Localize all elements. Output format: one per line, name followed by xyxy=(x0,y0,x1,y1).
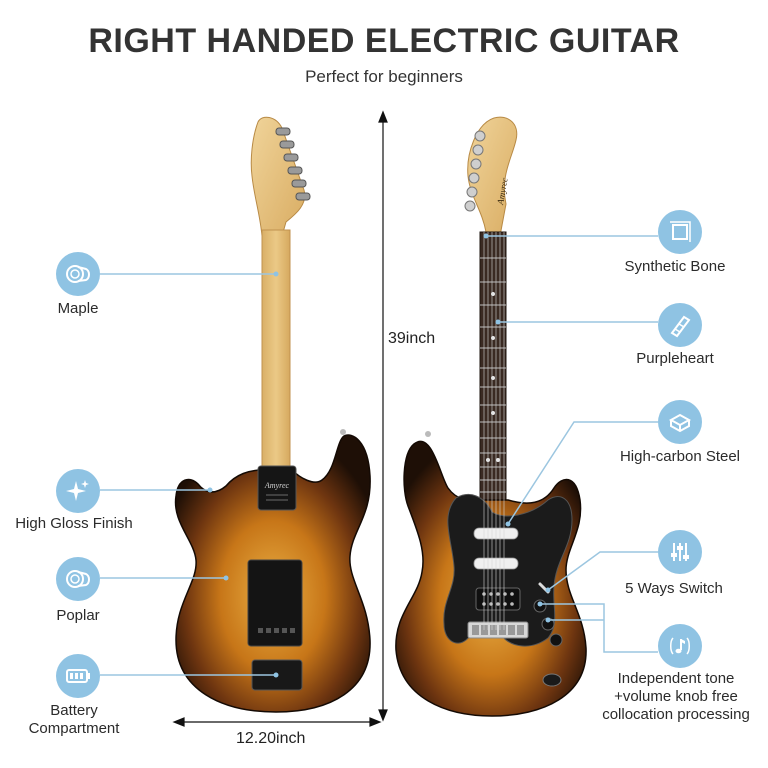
height-dimension xyxy=(378,110,388,722)
battery-label: Battery Compartment xyxy=(28,702,120,737)
neck-back xyxy=(261,229,291,479)
switch-feature-icon xyxy=(658,530,702,574)
music-note-icon xyxy=(670,637,690,655)
bridge-humbucker xyxy=(475,587,521,611)
gloss-label: High Gloss Finish xyxy=(15,515,133,532)
wood-log-icon xyxy=(66,570,90,588)
headstock-brand: Amyrec xyxy=(495,177,510,206)
battery-icon xyxy=(66,669,90,683)
steel-label: High-carbon Steel xyxy=(619,448,741,465)
bone-feature-icon xyxy=(658,210,702,254)
purpleheart-feature-icon xyxy=(658,303,702,347)
width-label: 12.20inch xyxy=(236,730,306,747)
knob-label: Independent tone +volume knob free collo… xyxy=(602,670,750,723)
headstock-back xyxy=(250,116,306,237)
poplar-label: Poplar xyxy=(56,607,100,624)
guitar-front-view: Amyrec xyxy=(395,116,587,717)
purpleheart-label: Purpleheart xyxy=(636,350,714,367)
neck-plate-brand: Amyrec xyxy=(264,481,290,490)
truss-rod-icon xyxy=(670,315,691,338)
maple-feature-icon xyxy=(56,252,100,296)
page-subtitle: Perfect for beginners xyxy=(305,67,463,86)
leader-dots xyxy=(207,233,551,678)
height-label: 39inch xyxy=(388,330,436,347)
sparkle-icon xyxy=(66,480,89,501)
maple-label: Maple xyxy=(57,300,99,317)
steel-block-icon xyxy=(668,413,692,433)
tone-knob-2 xyxy=(549,633,563,647)
neck-plate xyxy=(257,465,297,511)
bone-label: Synthetic Bone xyxy=(624,258,726,275)
battery-feature-icon xyxy=(56,654,100,698)
wood-log-icon xyxy=(66,265,90,283)
width-dimension xyxy=(172,717,382,727)
gloss-feature-icon xyxy=(56,469,100,513)
steel-feature-icon xyxy=(658,400,702,444)
guitar-back-view: Amyrec xyxy=(174,116,371,713)
knob-feature-icon xyxy=(658,624,702,668)
switch-label: 5 Ways Switch xyxy=(625,580,723,597)
poplar-feature-icon xyxy=(56,557,100,601)
tremolo-cover xyxy=(247,559,303,647)
page-title: RIGHT HANDED ELECTRIC GUITAR xyxy=(88,22,680,60)
switch-sliders-icon xyxy=(671,543,689,561)
tuners-back xyxy=(275,127,311,201)
leader-lines xyxy=(100,235,658,676)
tuners-front xyxy=(464,130,486,212)
output-jack xyxy=(542,673,562,687)
bone-nut-icon xyxy=(670,221,691,242)
